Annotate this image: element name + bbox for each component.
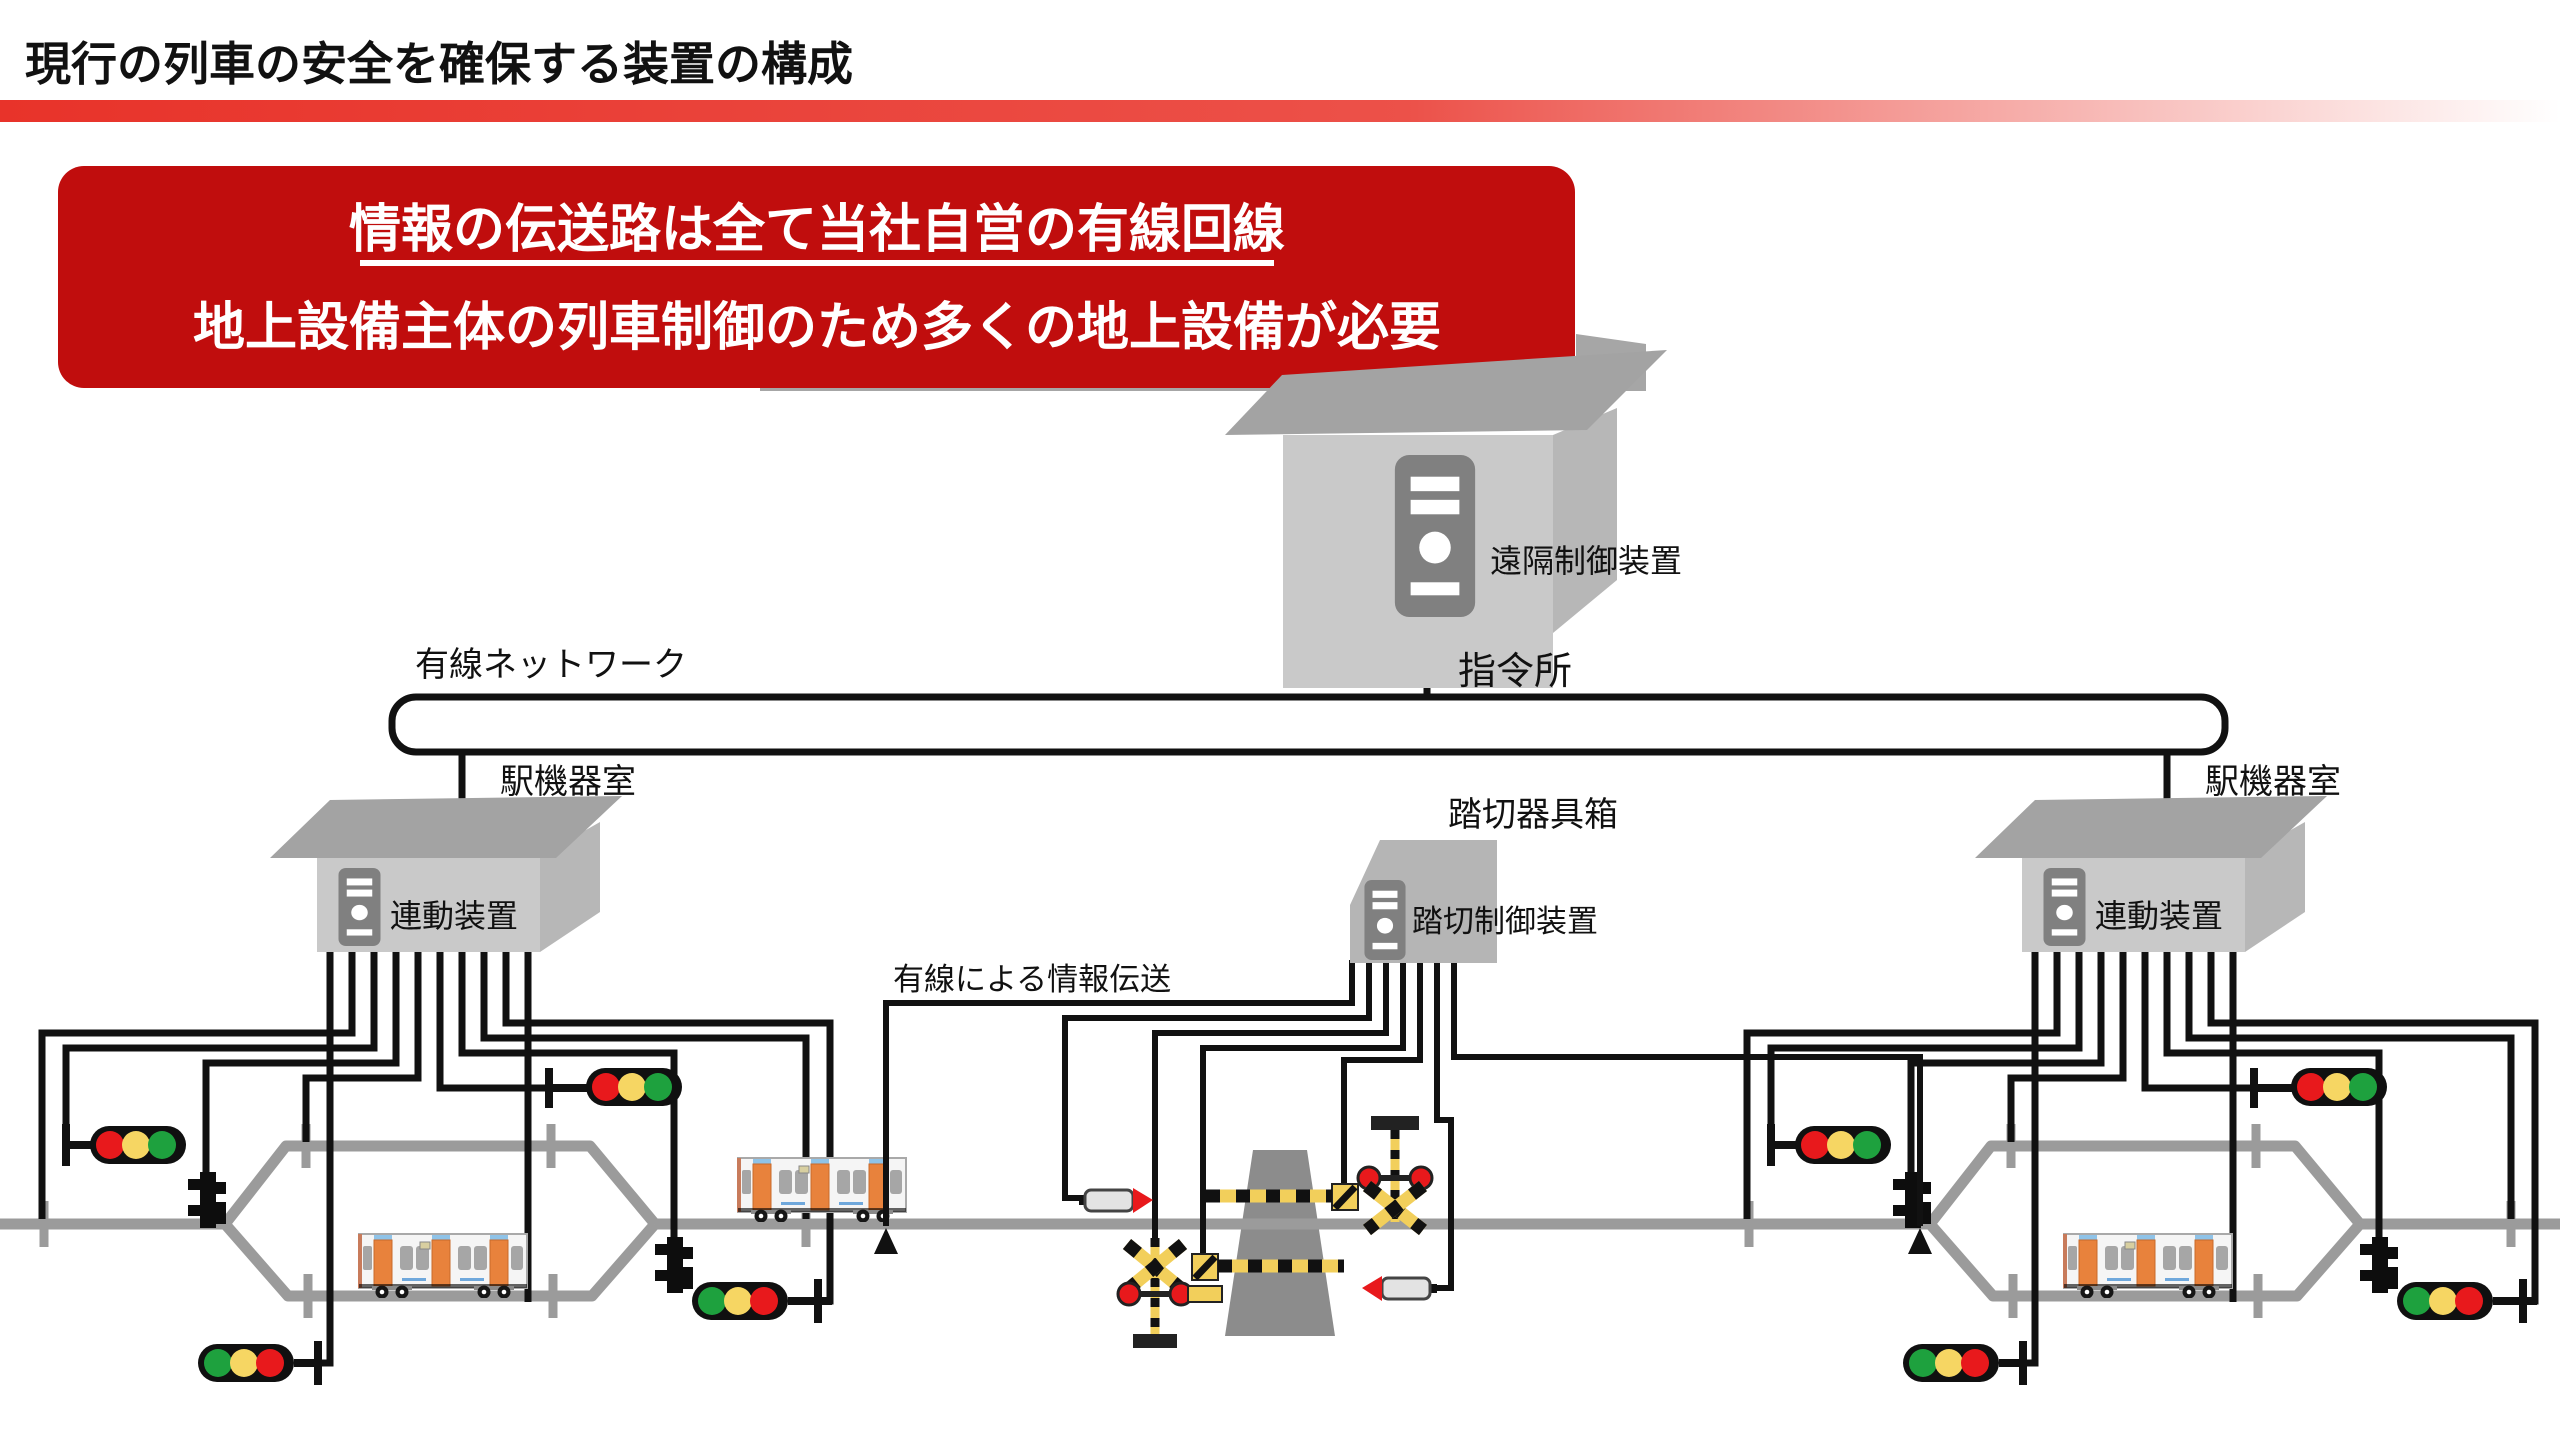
- train-main-line: [737, 1157, 907, 1222]
- crossing-barrier-lower-icon: [1187, 1253, 1344, 1303]
- station-right-device-label: 連動装置: [2095, 898, 2223, 934]
- remote-control-label: 遠隔制御装置: [1490, 543, 1682, 579]
- page-title: 現行の列車の安全を確保する装置の構成: [25, 38, 853, 90]
- banner-line1: 情報の伝送路は全て当社自営の有線回線: [349, 200, 1285, 259]
- banner-line1-underline: [360, 260, 1274, 266]
- network-bus: [388, 693, 2229, 756]
- approach-beacon-left-icon: [874, 1228, 898, 1254]
- crossing-barrier-upper-icon: [1206, 1183, 1359, 1211]
- network-bus-label: 有線ネットワーク: [415, 646, 687, 684]
- train-detector-left-icon: [1079, 1188, 1153, 1213]
- crossing-control-box: [1350, 840, 1497, 963]
- crossing-device-label: 踏切制御装置: [1412, 904, 1598, 939]
- crossing-light-upper-icon: [1356, 1116, 1434, 1236]
- road-crossing: [1225, 1150, 1335, 1336]
- approach-beacon-right-icon: [1908, 1228, 1932, 1254]
- station-right-room-label: 駅機器室: [2205, 763, 2341, 801]
- highlight-banner: [58, 166, 1575, 388]
- train-detector-right-icon: [1362, 1276, 1437, 1301]
- dispatch-office-label: 指令所: [1458, 651, 1572, 693]
- station-left-room-label: 駅機器室: [500, 763, 636, 801]
- crossing-light-lower-icon: [1116, 1238, 1194, 1348]
- banner-line2: 地上設備主体の列車制御のため多くの地上設備が必要: [193, 299, 1441, 357]
- crossing-box-label: 踏切器具箱: [1448, 796, 1618, 834]
- station-cluster-right: [1747, 750, 2537, 1385]
- station-left-device-label: 連動装置: [390, 898, 518, 934]
- title-accent-bar: [0, 100, 2560, 122]
- crossing-cables: [883, 960, 1923, 1291]
- command-center: 遠隔制御装置 指令所: [1225, 350, 1682, 699]
- command-center-house-icon: [1225, 350, 1667, 688]
- station-cluster-left: [42, 750, 832, 1385]
- info-transmission-label: 有線による情報伝送: [893, 962, 1171, 997]
